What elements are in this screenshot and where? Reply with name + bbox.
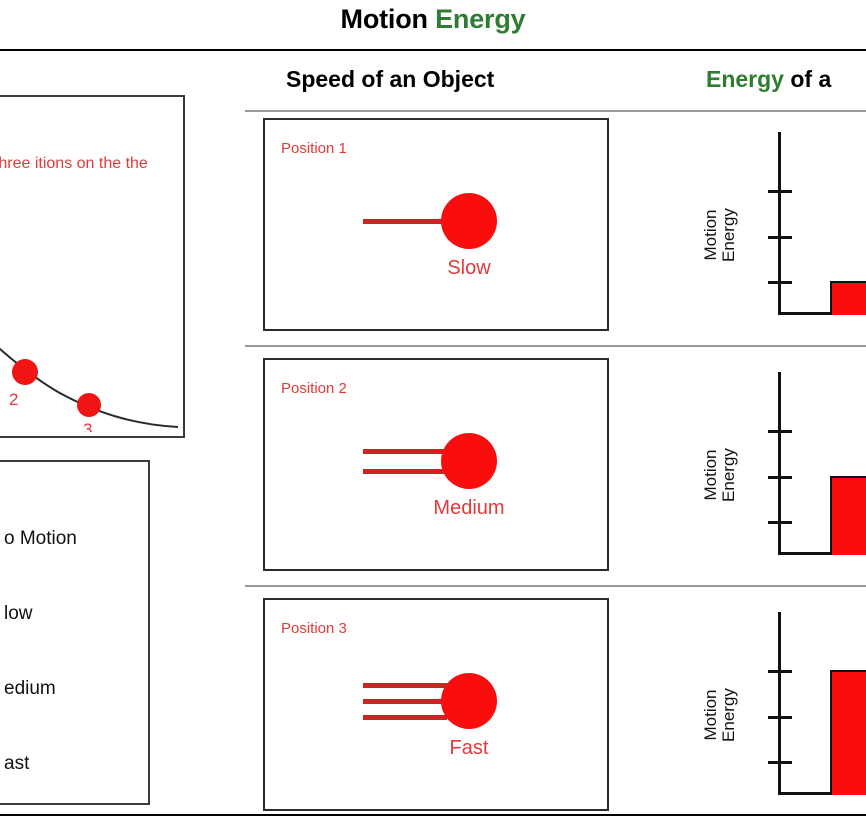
position-label-2: Position 2 — [281, 380, 347, 397]
hill-diagram: 2 3 — [0, 267, 181, 439]
chart-1-bar — [830, 281, 866, 315]
chart-3-tick-3 — [768, 670, 792, 673]
key-item-slow: low — [0, 599, 136, 641]
key-label-slow: low — [4, 603, 33, 624]
chart-3-tick-1 — [768, 761, 792, 764]
position-box-3[interactable]: Position 3 Fast — [263, 598, 609, 811]
chart-2-ylabel-line2: Energy — [719, 448, 738, 502]
chart-3-y-axis-label: Motion Energy — [701, 655, 738, 775]
column-header-energy-black: of a — [783, 66, 832, 92]
chart-3-tick-2 — [768, 716, 792, 719]
chart-3-ylabel-line1: Motion — [701, 689, 721, 741]
chart-2-tick-1 — [768, 521, 792, 524]
chart-2-y-axis-label: Motion Energy — [701, 415, 738, 535]
chart-2-ylabel-line1: Motion — [701, 449, 721, 501]
chart-3-x-axis — [778, 792, 866, 795]
column-header-energy-green: Energy — [706, 66, 784, 92]
motion-line-key-panel: N LINE KEY o Motion low edium ast — [0, 460, 150, 805]
speed-word-3: Fast — [449, 736, 489, 759]
chart-3-ylabel-line2: Energy — [719, 688, 738, 742]
column-header-speed: Speed of an Object — [286, 66, 495, 92]
hill-ball-3 — [77, 393, 101, 417]
chart-2-x-axis — [778, 552, 866, 555]
position-box-2[interactable]: Position 2 Medium — [263, 358, 609, 571]
hill-ball-label-2: 2 — [9, 390, 18, 409]
speed-lines-3 — [339, 673, 447, 729]
hill-curve-svg: 2 3 — [0, 347, 179, 439]
key-item-no-motion: o Motion — [0, 524, 136, 566]
key-label-fast: ast — [4, 753, 30, 774]
ball-group-3: Fast — [321, 645, 551, 765]
chart-2-tick-3 — [768, 430, 792, 433]
chart-1-ylabel-line1: Motion — [701, 209, 721, 261]
chart-1-tick-2 — [768, 236, 792, 239]
chart-1-y-axis — [778, 132, 781, 314]
ball-icon-2 — [441, 432, 497, 489]
header-underline-row0 — [245, 110, 866, 112]
energy-bar-chart-2: Motion Energy — [690, 360, 866, 590]
chart-1-tick-3 — [768, 190, 792, 193]
row-divider-1 — [245, 345, 866, 347]
hill-ball-2 — [12, 359, 38, 385]
chart-2-y-axis — [778, 372, 781, 554]
column-header-energy: Energy of a — [706, 66, 831, 93]
row-divider-2 — [245, 585, 866, 587]
page-title-black: Motion — [340, 4, 436, 34]
header-divider — [0, 49, 866, 51]
key-label-no-motion: o Motion — [4, 528, 77, 549]
phenomenon-title: enon — [0, 111, 169, 135]
footer-divider — [0, 814, 866, 816]
page-title: Motion Energy — [0, 4, 866, 35]
chart-1-x-axis — [778, 312, 866, 315]
position-box-1[interactable]: Position 1 Slow — [263, 118, 609, 331]
chart-2-bar — [830, 476, 866, 555]
position-label-3: Position 3 — [281, 620, 347, 637]
speed-lines-2 — [339, 433, 447, 489]
chart-1-y-axis-label: Motion Energy — [701, 175, 738, 295]
phenomenon-description: own a hill at three itions on the the hi… — [0, 155, 148, 172]
page-title-green: Energy — [435, 4, 526, 34]
hill-ball-label-3: 3 — [83, 420, 92, 432]
ball-group-1: Slow — [321, 165, 551, 285]
key-item-medium: edium — [0, 674, 136, 716]
chart-3-bar — [830, 670, 866, 795]
chart-1-ylabel-line2: Energy — [719, 208, 738, 262]
chart-2-tick-2 — [768, 476, 792, 479]
ball-icon-1 — [441, 192, 497, 249]
energy-bar-chart-1: Motion Energy — [690, 120, 866, 350]
ball-icon-3 — [441, 672, 497, 729]
energy-bar-chart-3: Motion Energy — [690, 600, 866, 830]
hill-path — [0, 347, 179, 428]
chart-3-y-axis — [778, 612, 781, 794]
speed-word-2: Medium — [433, 496, 505, 519]
position-label-1: Position 1 — [281, 140, 347, 157]
ball-group-2: Medium — [321, 405, 551, 525]
phenomenon-panel: enon own a hill at three itions on the t… — [0, 95, 185, 439]
speed-lines-1 — [339, 193, 447, 249]
chart-1-tick-1 — [768, 281, 792, 284]
speed-word-1: Slow — [447, 256, 491, 279]
key-item-fast: ast — [0, 749, 136, 791]
key-label-medium: edium — [4, 678, 56, 699]
